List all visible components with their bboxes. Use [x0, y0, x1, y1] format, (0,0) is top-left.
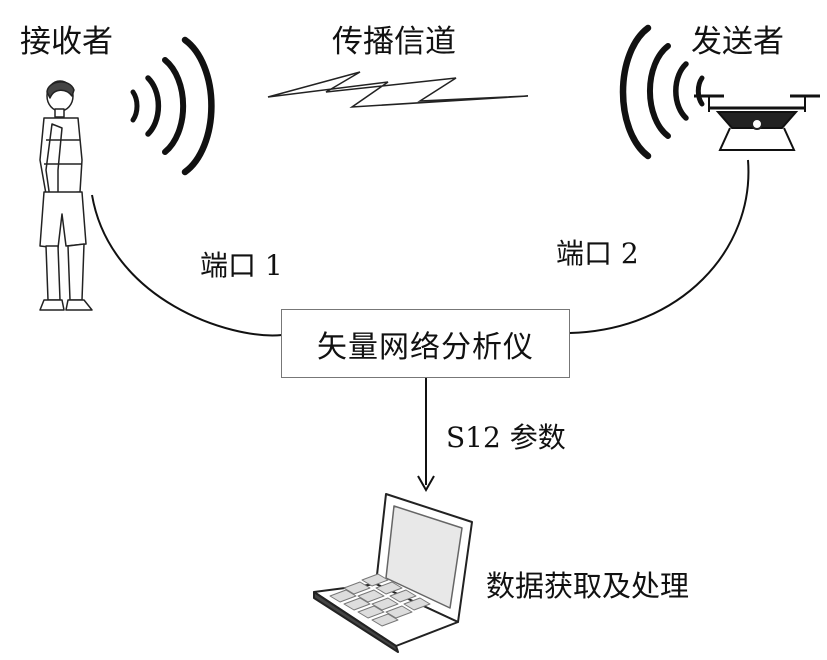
- signal-waves-icon: [130, 36, 215, 176]
- sender-label: 发送者: [691, 24, 784, 60]
- s12-parameter-label: S12 参数: [446, 421, 566, 454]
- vna-label: 矢量网络分析仪: [317, 329, 534, 365]
- port1-label: 端口 1: [200, 249, 283, 282]
- vector-network-analyzer-box: 矢量网络分析仪: [281, 309, 570, 378]
- s12-arrow: [417, 378, 435, 493]
- signal-waves-icon: [619, 24, 705, 160]
- channel-label: 传播信道: [332, 24, 456, 60]
- receiver-label: 接收者: [20, 24, 113, 60]
- data-processing-label: 数据获取及处理: [486, 569, 690, 603]
- person-icon: [39, 80, 93, 311]
- laptop-icon: [313, 493, 473, 653]
- port1-cable: [91, 194, 283, 337]
- port2-cable: [569, 159, 750, 334]
- lightning-bolt-icon: [267, 71, 529, 108]
- port2-label: 端口 2: [556, 237, 639, 270]
- drone-icon: [694, 94, 820, 151]
